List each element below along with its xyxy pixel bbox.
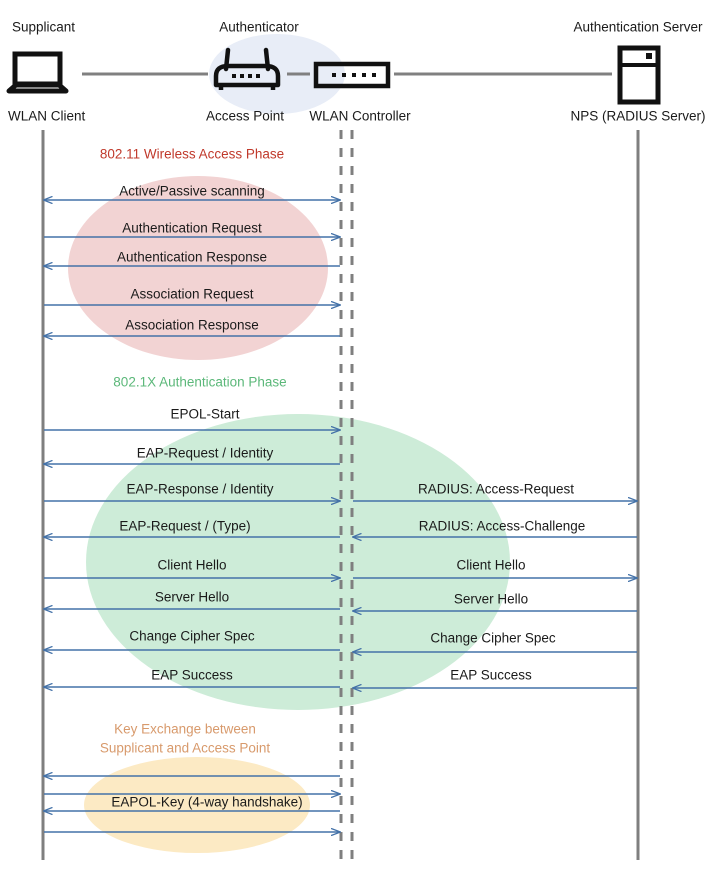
message-association-request: Association Request bbox=[44, 287, 340, 305]
message-label: Change Cipher Spec bbox=[129, 629, 255, 644]
access-point-icon bbox=[213, 47, 281, 90]
message-label: RADIUS: Access-Request bbox=[418, 482, 574, 497]
message-eapol-start: EPOL-Start bbox=[44, 407, 340, 430]
dot1x-phase-ellipse bbox=[86, 414, 510, 710]
message-eap-success-right: EAP Success bbox=[353, 668, 637, 688]
role-label-authenticator: Authenticator bbox=[219, 20, 299, 35]
wireless-phase-messages: Active/Passive scanning Authentication R… bbox=[44, 184, 340, 336]
phase-label-wireless-access: 802.11 Wireless Access Phase bbox=[100, 147, 284, 162]
message-radius-access-challenge: RADIUS: Access-Challenge bbox=[353, 519, 637, 537]
key-exchange-ellipse bbox=[84, 757, 310, 853]
message-label: Active/Passive scanning bbox=[119, 184, 265, 199]
message-association-response: Association Response bbox=[44, 318, 340, 336]
role-label-supplicant: Supplicant bbox=[12, 20, 75, 35]
message-change-cipher-spec-right: Change Cipher Spec bbox=[353, 631, 637, 652]
message-active-passive-scanning: Active/Passive scanning bbox=[44, 184, 340, 200]
message-label: Association Response bbox=[125, 318, 259, 333]
phase-label-key-exchange-line1: Key Exchange between bbox=[114, 722, 256, 737]
lifelines bbox=[41, 130, 640, 860]
message-label: Change Cipher Spec bbox=[430, 631, 556, 646]
message-client-hello-left: Client Hello bbox=[44, 558, 340, 578]
message-label: EAP-Request / Identity bbox=[137, 446, 274, 461]
message-eap-response-identity: EAP-Response / Identity bbox=[44, 482, 340, 501]
message-label: Client Hello bbox=[456, 558, 525, 573]
message-label-eapol-key: EAPOL-Key (4-way handshake) bbox=[111, 795, 302, 810]
message-label: EAP Success bbox=[450, 668, 532, 683]
message-change-cipher-spec-left: Change Cipher Spec bbox=[44, 629, 340, 650]
device-label-access-point: Access Point bbox=[206, 109, 284, 124]
message-label: EAP-Response / Identity bbox=[126, 482, 273, 497]
message-server-hello-right: Server Hello bbox=[353, 592, 637, 611]
key-exchange-messages: EAPOL-Key (4-way handshake) bbox=[44, 776, 340, 832]
message-radius-access-request: RADIUS: Access-Request bbox=[353, 482, 637, 501]
message-label: Association Request bbox=[130, 287, 253, 302]
server-icon bbox=[617, 45, 661, 105]
message-label: EPOL-Start bbox=[170, 407, 239, 422]
phase-label-key-exchange-line2: Supplicant and Access Point bbox=[100, 741, 271, 756]
phase-backgrounds bbox=[68, 34, 510, 853]
wireless-phase-ellipse bbox=[68, 176, 328, 360]
message-client-hello-right: Client Hello bbox=[353, 558, 637, 578]
laptop-icon bbox=[6, 51, 69, 94]
message-eap-request-identity: EAP-Request / Identity bbox=[44, 446, 340, 464]
message-label: EAP Success bbox=[151, 668, 233, 683]
message-eap-request-type: EAP-Request / (Type) bbox=[44, 519, 340, 537]
phase-labels: 802.11 Wireless Access Phase 802.1X Auth… bbox=[100, 147, 287, 756]
message-authentication-response: Authentication Response bbox=[44, 250, 340, 266]
message-label: Authentication Request bbox=[122, 221, 262, 236]
actor-header-row: Supplicant Authenticator Authentication … bbox=[6, 20, 706, 124]
message-label: Server Hello bbox=[155, 590, 229, 605]
message-authentication-request: Authentication Request bbox=[44, 221, 340, 237]
device-label-wlan-client: WLAN Client bbox=[8, 109, 86, 124]
device-label-wlan-controller: WLAN Controller bbox=[309, 109, 411, 124]
dot1x-phase-messages: EPOL-Start EAP-Request / Identity EAP-Re… bbox=[44, 407, 637, 688]
message-server-hello-left: Server Hello bbox=[44, 590, 340, 609]
message-label: RADIUS: Access-Challenge bbox=[419, 519, 586, 534]
phase-label-dot1x-auth: 802.1X Authentication Phase bbox=[113, 375, 286, 390]
message-label: Authentication Response bbox=[117, 250, 267, 265]
message-label: Client Hello bbox=[157, 558, 226, 573]
message-label: EAP-Request / (Type) bbox=[119, 519, 250, 534]
wlan-controller-icon bbox=[313, 61, 391, 89]
device-label-nps-radius-server: NPS (RADIUS Server) bbox=[570, 109, 705, 124]
role-label-authentication-server: Authentication Server bbox=[573, 20, 703, 35]
message-eap-success-left: EAP Success bbox=[44, 668, 340, 687]
message-label: Server Hello bbox=[454, 592, 528, 607]
